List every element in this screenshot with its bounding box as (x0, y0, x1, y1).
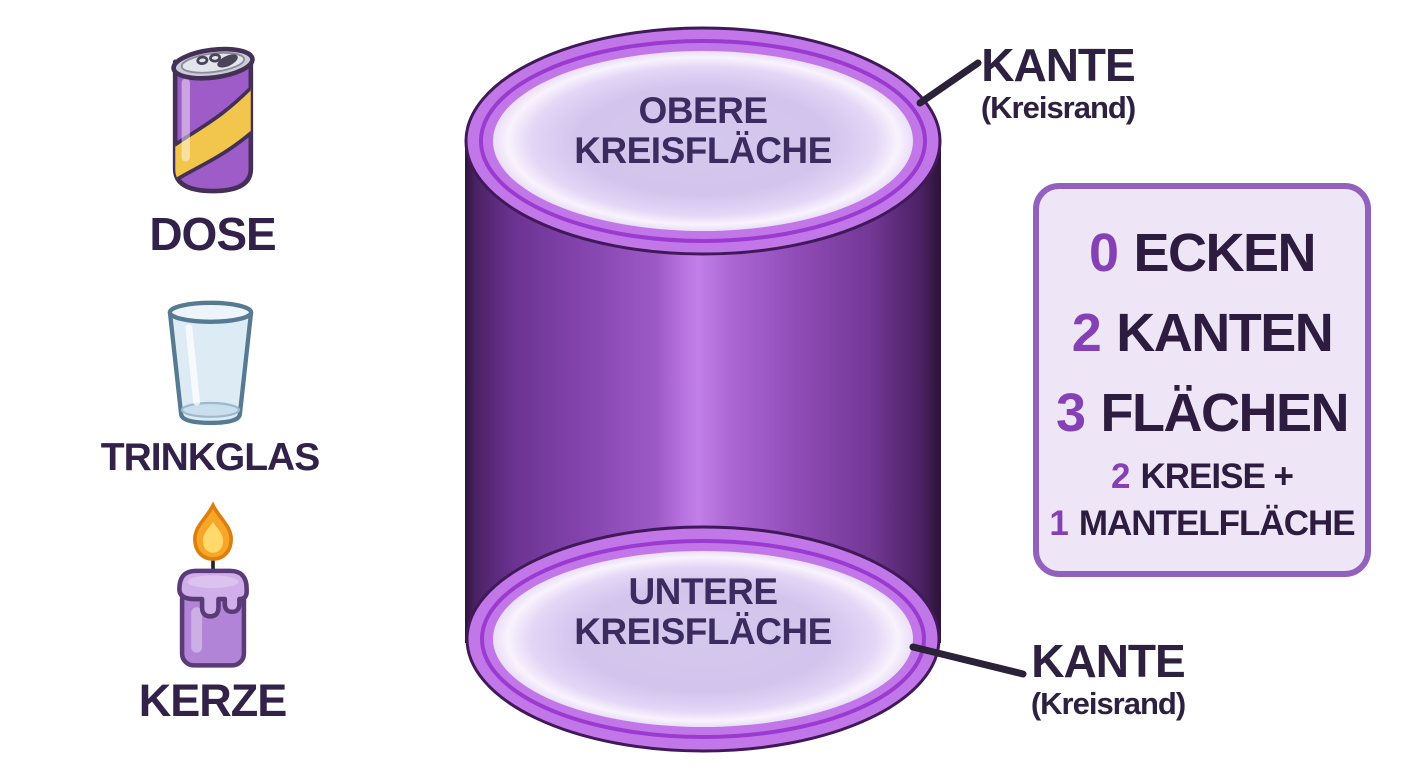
edge-callout-bottom-subtitle: (Kreisrand) (1030, 686, 1186, 721)
fact-number: 0 (1088, 223, 1119, 283)
leader-line-top-edge (916, 59, 982, 107)
cylinder-bottom-face (465, 525, 941, 753)
edge-callout-bottom: KANTE (Kreisrand) (998, 636, 1218, 722)
fact-number: 1 (1049, 504, 1068, 543)
edge-callout-bottom-title: KANTE (1031, 635, 1185, 687)
example-label-trinkglas: TRINKGLAS (100, 436, 320, 479)
bottom-face-label-line1: UNTERE (628, 571, 778, 612)
example-kerze: KERZE (120, 498, 305, 724)
cylinder-top-face (464, 26, 942, 256)
fact-number: 3 (1055, 383, 1086, 443)
top-face-label-line2: KREISFLÄCHE (574, 130, 832, 171)
fact-row-kreise: 2 KREISE + (1111, 456, 1294, 497)
fact-label: MANTELFLÄCHE (1078, 504, 1356, 543)
fact-row-kanten: 2 KANTEN (1071, 302, 1334, 364)
leader-line-bottom-edge (909, 643, 1027, 678)
edge-callout-top: KANTE (Kreisrand) (948, 40, 1168, 126)
edge-callout-top-subtitle: (Kreisrand) (980, 90, 1136, 125)
top-face-label: OBERE KREISFLÄCHE (503, 91, 903, 171)
fact-row-ecken: 0 ECKEN (1088, 222, 1317, 284)
example-label-kerze: KERZE (138, 675, 288, 726)
soda-can-icon (170, 46, 255, 194)
top-face-label-line1: OBERE (638, 90, 768, 131)
fact-number: 2 (1071, 303, 1102, 363)
candle-icon (176, 501, 249, 668)
facts-box: 0 ECKEN 2 KANTEN 3 FLÄCHEN 2 KREISE + 1 … (1033, 183, 1371, 577)
fact-label: KREISE + (1140, 457, 1293, 496)
bottom-face-label-line2: KREISFLÄCHE (574, 611, 832, 652)
example-trinkglas: TRINKGLAS (85, 300, 335, 479)
bottom-face-label: UNTERE KREISFLÄCHE (503, 572, 903, 652)
fact-number: 2 (1111, 457, 1130, 496)
fact-row-mantelflaeche: 1 MANTELFLÄCHE (1049, 503, 1356, 544)
example-label-dose: DOSE (149, 208, 276, 260)
example-dose: DOSE (120, 36, 305, 258)
fact-label: FLÄCHEN (1100, 383, 1350, 443)
fact-label: ECKEN (1133, 223, 1317, 283)
fact-row-flaechen: 3 FLÄCHEN (1055, 382, 1350, 444)
edge-callout-top-title: KANTE (981, 39, 1135, 91)
fact-label: KANTEN (1116, 303, 1334, 363)
drinking-glass-icon (167, 300, 253, 426)
